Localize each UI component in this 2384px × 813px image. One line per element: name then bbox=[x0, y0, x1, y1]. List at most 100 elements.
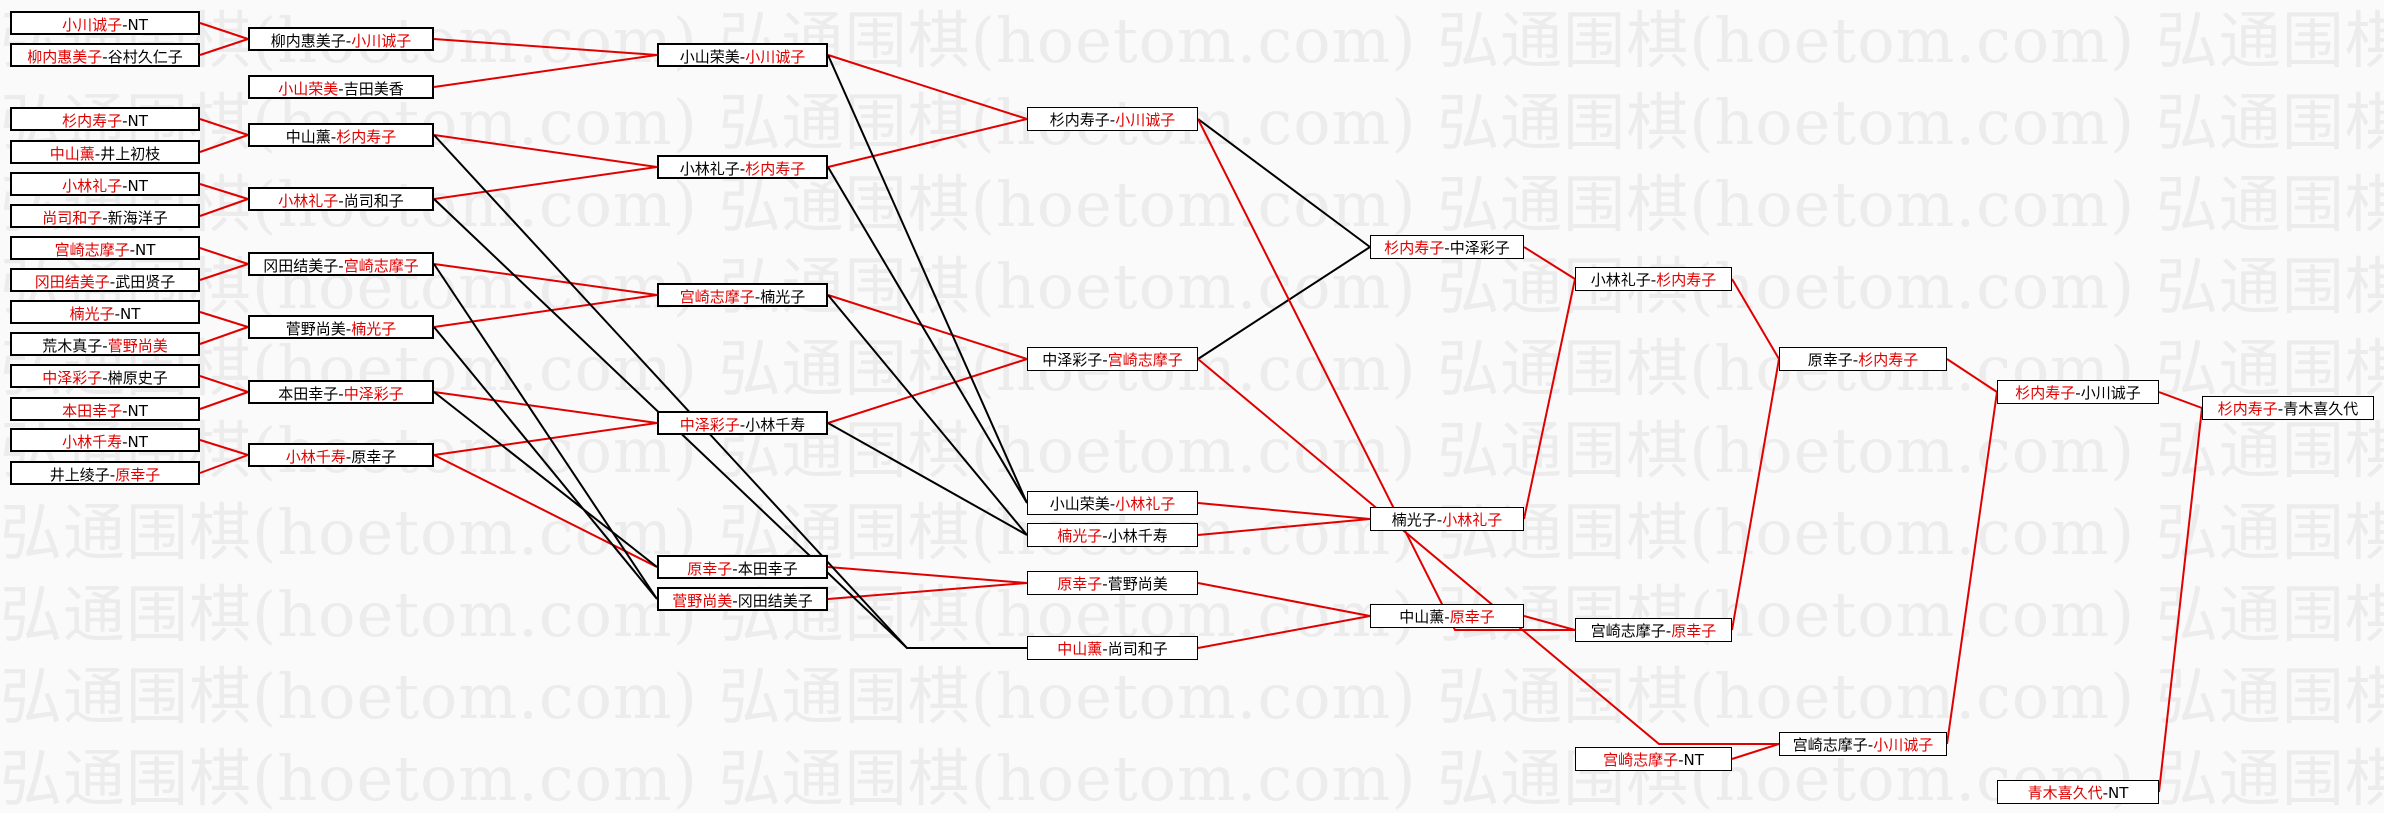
separator: - bbox=[109, 466, 116, 484]
separator: - bbox=[338, 385, 344, 403]
drop-line bbox=[1197, 246, 1371, 360]
separator: - bbox=[122, 112, 128, 130]
match-box: 宫崎志摩子-原幸子 bbox=[1575, 618, 1732, 642]
match-box: 中泽彩子-宫崎志摩子 bbox=[1027, 347, 1198, 371]
advance-line bbox=[199, 183, 249, 200]
separator: - bbox=[1102, 640, 1108, 658]
match-box: 小山荣美-小林礼子 bbox=[1027, 491, 1198, 515]
player-a: 井上绫子 bbox=[49, 466, 110, 484]
player-a: 柳内惠美子 bbox=[27, 48, 103, 66]
player-b: 中泽彩子 bbox=[1449, 239, 1510, 257]
separator: - bbox=[1102, 527, 1108, 545]
player-b: 武田贤子 bbox=[115, 273, 176, 291]
player-b: NT bbox=[127, 112, 148, 130]
player-b: 原幸子 bbox=[1671, 622, 1717, 640]
advance-line bbox=[433, 38, 658, 56]
player-b: 小林礼子 bbox=[1115, 495, 1176, 513]
player-a: 冈田结美子 bbox=[263, 257, 339, 275]
player-a: 尚司和子 bbox=[42, 209, 103, 227]
advance-line bbox=[433, 294, 658, 328]
separator: - bbox=[102, 209, 108, 227]
match-box: 杉内寿子-小川诚子 bbox=[1027, 107, 1198, 131]
advance-line bbox=[827, 566, 1028, 584]
player-b: 吉田美香 bbox=[343, 80, 404, 98]
player-b: NT bbox=[2108, 784, 2129, 802]
player-a: 小林千寿 bbox=[62, 433, 123, 451]
player-b: 楠光子 bbox=[351, 320, 397, 338]
player-b: 楠光子 bbox=[760, 288, 806, 306]
player-b: NT bbox=[127, 16, 148, 34]
player-b: 本田幸子 bbox=[737, 560, 798, 578]
player-a: 小林礼子 bbox=[62, 177, 123, 195]
drop-line bbox=[1197, 118, 1371, 248]
player-a: 小林礼子 bbox=[278, 192, 339, 210]
advance-line bbox=[199, 454, 249, 474]
player-b: 小川诚子 bbox=[1115, 111, 1176, 129]
advance-line bbox=[433, 54, 658, 88]
separator: - bbox=[1444, 239, 1450, 257]
player-b: 新海洋子 bbox=[107, 209, 168, 227]
advance-line bbox=[827, 118, 1028, 168]
match-box: 小川诚子-NT bbox=[10, 11, 200, 35]
player-a: 杉内寿子 bbox=[62, 112, 123, 130]
separator: - bbox=[732, 560, 738, 578]
match-box: 冈田结美子-武田贤子 bbox=[10, 268, 200, 292]
match-box: 小山荣美-小川诚子 bbox=[657, 43, 828, 67]
player-a: 菅野尚美 bbox=[672, 592, 733, 610]
drop-line bbox=[827, 54, 1028, 504]
separator: - bbox=[345, 32, 352, 50]
player-b: 原幸子 bbox=[351, 448, 397, 466]
separator: - bbox=[2075, 384, 2081, 402]
player-a: 小林千寿 bbox=[285, 448, 346, 466]
player-a: 小林礼子 bbox=[1590, 271, 1651, 289]
separator: - bbox=[1867, 736, 1874, 754]
player-a: 楠光子 bbox=[69, 305, 115, 323]
player-a: 杉内寿子 bbox=[1384, 239, 1445, 257]
advance-line bbox=[433, 422, 658, 456]
advance-line bbox=[1946, 358, 1998, 393]
separator: - bbox=[122, 433, 128, 451]
player-b: NT bbox=[120, 305, 141, 323]
player-a: 本田幸子 bbox=[62, 402, 123, 420]
player-a: 杉内寿子 bbox=[1049, 111, 1110, 129]
separator: - bbox=[1102, 575, 1108, 593]
match-box: 小林礼子-杉内寿子 bbox=[1575, 267, 1732, 291]
separator: - bbox=[122, 177, 128, 195]
player-a: 楠光子 bbox=[1057, 527, 1103, 545]
advance-line bbox=[1731, 278, 1780, 360]
match-box: 杉内寿子-中泽彩子 bbox=[1370, 235, 1524, 259]
advance-line bbox=[1523, 615, 1576, 631]
separator: - bbox=[1109, 111, 1116, 129]
match-box: 柳内惠美子-谷村久仁子 bbox=[10, 43, 200, 67]
player-b: 菅野尚美 bbox=[107, 337, 168, 355]
separator: - bbox=[345, 448, 352, 466]
player-a: 柳内惠美子 bbox=[270, 32, 346, 50]
match-box: 中泽彩子-榊原史子 bbox=[10, 364, 200, 388]
player-b: NT bbox=[1683, 751, 1704, 769]
player-b: 尚司和子 bbox=[343, 192, 404, 210]
advance-line bbox=[2158, 407, 2203, 793]
separator: - bbox=[1102, 351, 1108, 369]
player-a: 本田幸子 bbox=[278, 385, 339, 403]
player-a: 小山荣美 bbox=[679, 48, 740, 66]
separator: - bbox=[732, 592, 738, 610]
separator: - bbox=[739, 416, 746, 434]
player-a: 菅野尚美 bbox=[285, 320, 346, 338]
separator: - bbox=[102, 337, 108, 355]
player-a: 杉内寿子 bbox=[2015, 384, 2076, 402]
separator: - bbox=[338, 192, 344, 210]
match-box: 宫崎志摩子-NT bbox=[1575, 747, 1732, 771]
player-a: 青木喜久代 bbox=[2027, 784, 2103, 802]
match-box: 小林礼子-杉内寿子 bbox=[657, 155, 828, 179]
match-box: 本田幸子-NT bbox=[10, 397, 200, 421]
separator: - bbox=[94, 145, 101, 163]
player-a: 中山薰 bbox=[1399, 608, 1445, 626]
match-box: 本田幸子-中泽彩子 bbox=[248, 380, 434, 404]
separator: - bbox=[1444, 608, 1450, 626]
player-b: NT bbox=[127, 177, 148, 195]
separator: - bbox=[122, 16, 128, 34]
separator: - bbox=[1665, 622, 1672, 640]
player-a: 宫崎志摩子 bbox=[1603, 751, 1679, 769]
separator: - bbox=[114, 305, 121, 323]
